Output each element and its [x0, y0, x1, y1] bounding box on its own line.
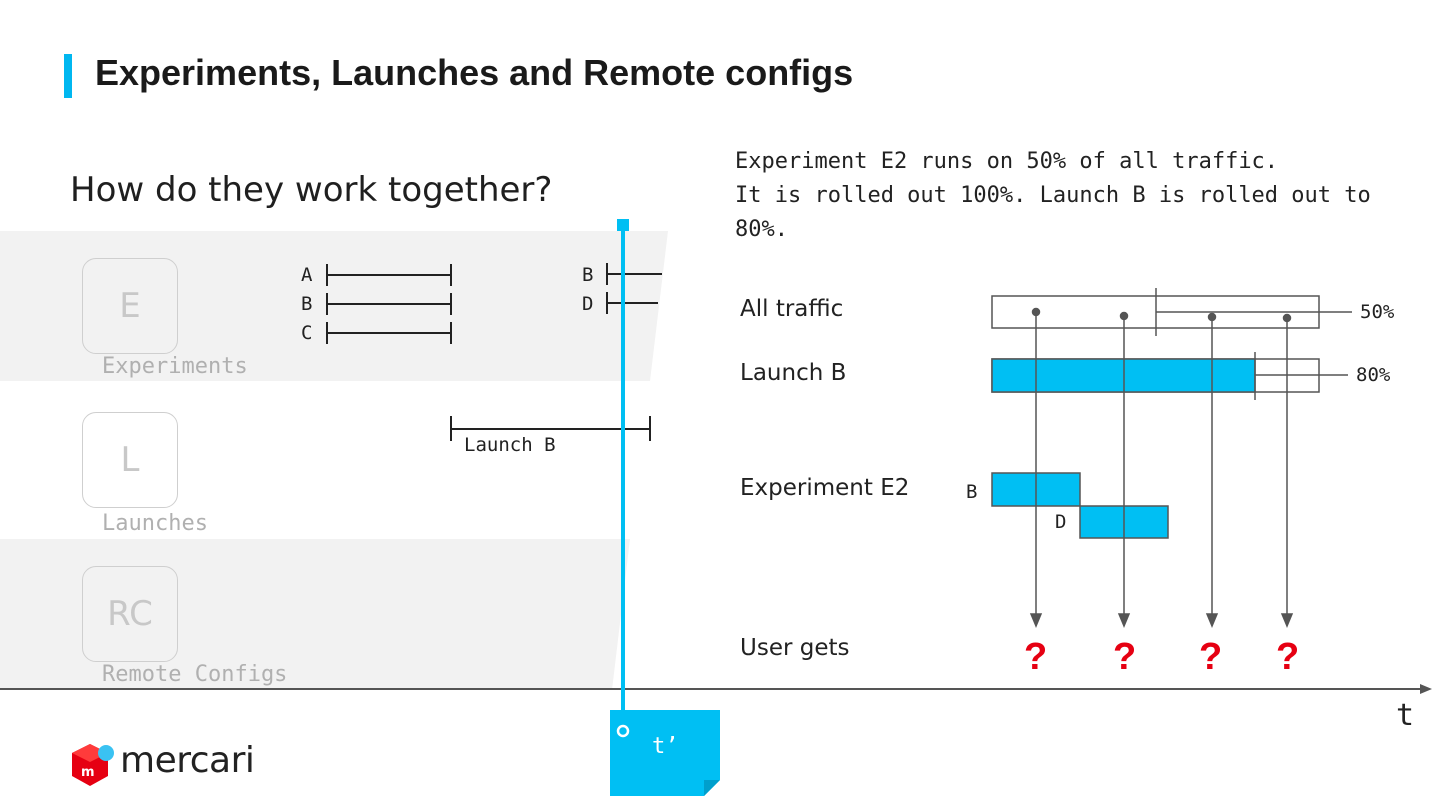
time-cursor-line[interactable] [600, 210, 730, 800]
experiment-bar-label-b: B [301, 293, 313, 315]
e2-arm-d-label: D [1055, 511, 1067, 533]
subtitle: How do they work together? [70, 170, 553, 210]
row-label-all-traffic: All traffic [740, 296, 844, 322]
time-axis-label: t [1396, 698, 1415, 733]
time-cursor-handle[interactable] [610, 710, 720, 796]
launches-lane-icon: L [82, 412, 178, 508]
user-4-result: ? [1276, 636, 1300, 678]
launch-b-percentage: 80% [1356, 364, 1391, 386]
remote-configs-lane-label: Remote Configs [102, 662, 288, 687]
page-title: Experiments, Launches and Remote configs [95, 52, 854, 93]
all-traffic-percentage: 50% [1360, 301, 1395, 323]
scenario-description: Experiment E2 runs on 50% of all traffic… [735, 145, 1425, 247]
svg-text:m: m [81, 765, 95, 780]
user-1-result: ? [1024, 636, 1048, 678]
launch-bar-label: Launch B [464, 434, 556, 456]
row-label-experiment-e2: Experiment E2 [740, 475, 910, 501]
user-3-result: ? [1199, 636, 1223, 678]
row-label-user-gets: User gets [740, 635, 850, 661]
e2-arm-b-label: B [966, 481, 978, 503]
remote-configs-lane-icon: RC [82, 566, 178, 662]
remote-configs-band [0, 539, 630, 690]
row-label-launch-b: Launch B [740, 360, 847, 386]
description-line-1: Experiment E2 runs on 50% of all traffic… [735, 149, 1279, 174]
experiment-bar-label-c: C [301, 322, 313, 344]
title-accent-bar [64, 54, 72, 98]
user-2-result: ? [1113, 636, 1137, 678]
description-line-2: It is rolled out 100%. Launch B is rolle… [735, 183, 1371, 242]
time-cursor-label: t’ [652, 734, 679, 759]
experiment-bar-label-a: A [301, 264, 313, 286]
mercari-cube-icon: m [72, 744, 114, 786]
launches-lane-label: Launches [102, 511, 208, 536]
experiments-lane-icon: E [82, 258, 178, 354]
experiment-bar-label-b-right: B [582, 264, 594, 286]
experiment-bar-label-d-right: D [582, 293, 594, 315]
experiments-lane-label: Experiments [102, 354, 248, 379]
timeline-bars [326, 263, 662, 441]
mercari-logo-text: mercari [120, 740, 255, 781]
